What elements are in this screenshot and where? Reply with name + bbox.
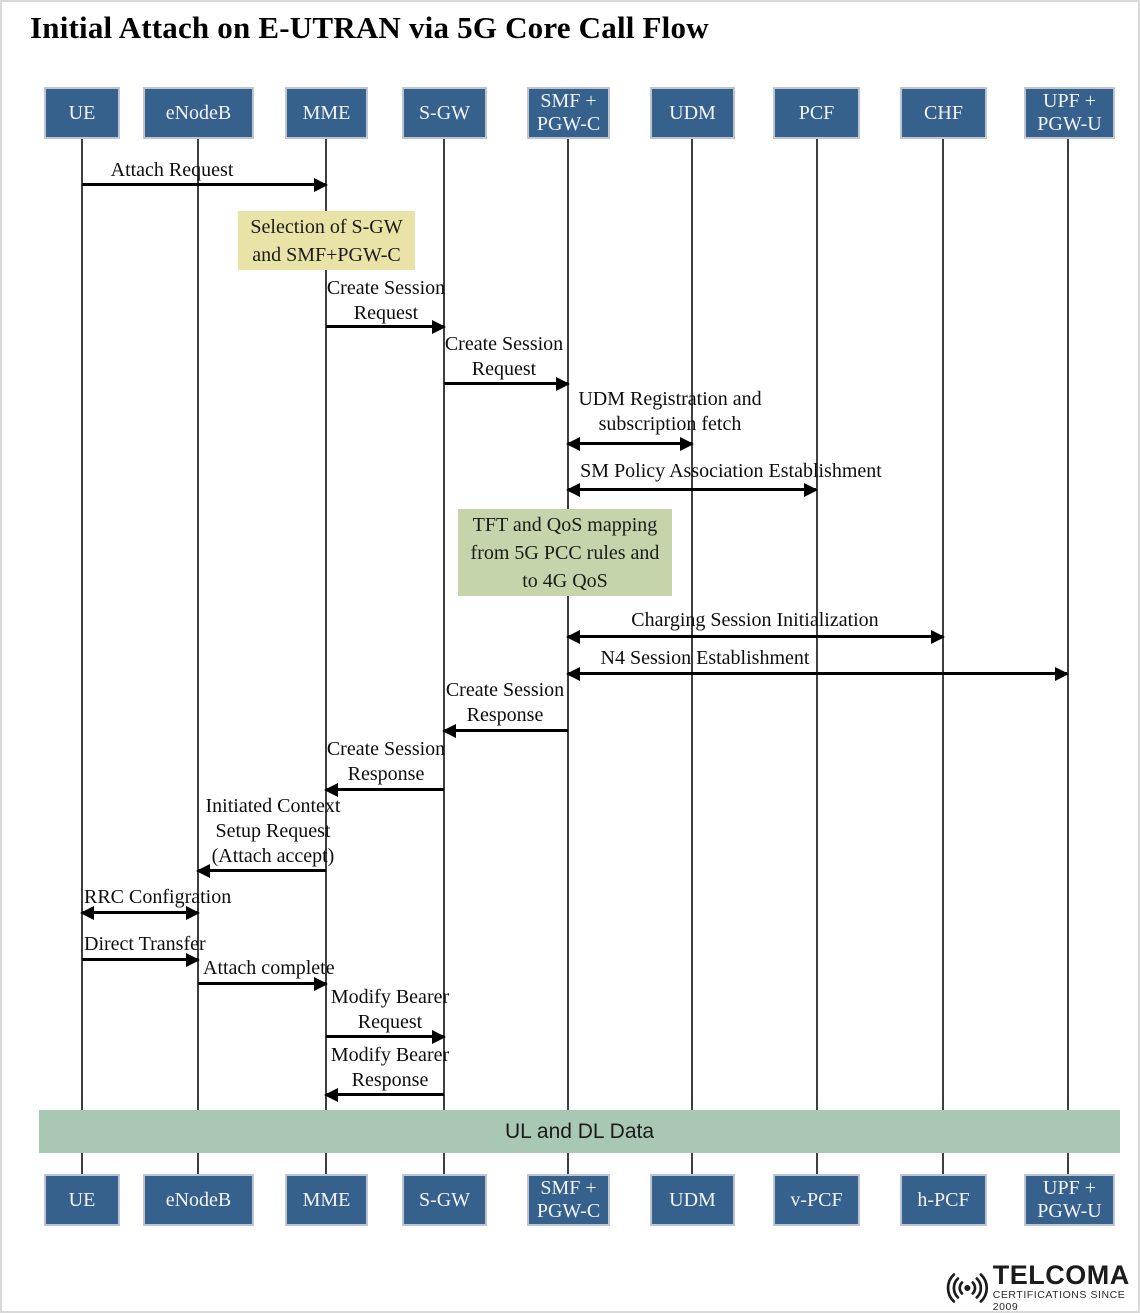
entity-label: eNodeB — [165, 1188, 232, 1211]
msg-arrow-create-session-resp-2 — [324, 782, 444, 797]
ul-dl-data-label: UL and DL Data — [504, 1119, 655, 1143]
msg-label-modify-bearer-resp: Modify Bearer Response — [330, 1044, 450, 1091]
lifeline-pcf — [816, 139, 818, 1174]
entity-label: MME — [302, 1188, 351, 1211]
entity-bottom-ue: UE — [44, 1174, 120, 1226]
entity-label: S-GW — [418, 101, 471, 124]
entity-label: h-PCF — [917, 1188, 970, 1211]
entity-label: v-PCF — [790, 1188, 843, 1211]
entity-label: UDM — [669, 101, 716, 124]
msg-arrow-attach-complete — [198, 976, 328, 991]
logo-brand: TELCOMA — [992, 1260, 1130, 1290]
lifeline-upf-pgwu — [1067, 139, 1069, 1174]
msg-label-sm-policy-association: SM Policy Association Establishment — [580, 460, 882, 482]
msg-arrow-n4-session-establish — [566, 666, 1069, 681]
msg-arrow-direct-transfer — [82, 952, 200, 967]
lifeline-smf-pgwc — [567, 139, 569, 1174]
entity-bottom-upf-pgwu: UPF + PGW-U — [1024, 1174, 1115, 1226]
msg-arrow-attach-request — [82, 177, 328, 192]
msg-label-n4-session-establish: N4 Session Establishment — [600, 647, 810, 669]
msg-arrow-rrc-configuration — [80, 905, 200, 920]
entity-top-mme: MME — [285, 87, 368, 139]
msg-label-create-session-resp-1: Create Session Response — [445, 679, 565, 726]
entity-top-chf: CHF — [900, 87, 987, 139]
lifeline-udm — [691, 139, 693, 1174]
entity-bottom-mme: MME — [285, 1174, 368, 1226]
lifeline-enodeb — [197, 139, 199, 1174]
logo-text: TELCOMA CERTIFICATIONS SINCE 2009 — [992, 1260, 1138, 1313]
entity-label: MME — [302, 101, 351, 124]
msg-label-initiated-context-setup: Initiated Context Setup Request (Attach … — [205, 795, 341, 867]
msg-arrow-create-session-req-2 — [444, 376, 570, 391]
entity-bottom-sgw: S-GW — [402, 1174, 487, 1226]
lifeline-mme — [325, 139, 327, 1174]
entity-top-enodeb: eNodeB — [143, 87, 254, 139]
entity-top-ue: UE — [44, 87, 120, 139]
entity-label: UE — [68, 1188, 96, 1211]
entity-top-pcf: PCF — [773, 87, 860, 139]
entity-top-upf-pgwu: UPF + PGW-U — [1024, 87, 1115, 139]
entity-label: eNodeB — [165, 101, 232, 124]
entity-label: CHF — [924, 101, 963, 124]
msg-arrow-modify-bearer-resp — [324, 1087, 444, 1102]
entity-bottom-hpcf: h-PCF — [900, 1174, 987, 1226]
entity-label: UDM — [669, 1188, 716, 1211]
msg-label-create-session-req-2: Create Session Request — [444, 333, 564, 380]
msg-arrow-create-session-resp-1 — [442, 723, 568, 738]
msg-arrow-initiated-context-setup — [196, 863, 326, 878]
lifeline-chf — [942, 139, 944, 1174]
telcoma-logo: TELCOMA CERTIFICATIONS SINCE 2009 — [944, 1260, 1138, 1313]
entity-label: PCF — [798, 101, 835, 124]
msg-label-attach-complete: Attach complete — [203, 957, 335, 979]
msg-label-create-session-req-1: Create Session Request — [326, 277, 446, 324]
entity-label: SMF + PGW-C — [536, 1177, 601, 1222]
entity-top-sgw: S-GW — [402, 87, 487, 139]
entity-bottom-smf-pgwc: SMF + PGW-C — [527, 1174, 610, 1226]
msg-arrow-modify-bearer-req — [326, 1029, 446, 1044]
entity-label: S-GW — [418, 1188, 471, 1211]
msg-label-attach-request: Attach Request — [110, 159, 234, 181]
msg-arrow-charging-session-init — [566, 629, 945, 644]
entity-label: UPF + PGW-U — [1037, 1177, 1102, 1222]
entity-bottom-enodeb: eNodeB — [143, 1174, 254, 1226]
lifeline-ue — [81, 139, 83, 1174]
entity-label: UE — [68, 101, 96, 124]
lifeline-sgw — [443, 139, 445, 1174]
msg-label-rrc-configuration: RRC Configration — [84, 886, 232, 908]
note-tft-qos-mapping: TFT and QoS mapping from 5G PCC rules an… — [458, 509, 672, 596]
msg-arrow-udm-registration — [566, 436, 694, 451]
msg-label-udm-registration: UDM Registration and subscription fetch — [578, 388, 762, 435]
radio-waves-icon — [946, 1272, 989, 1303]
entity-label: UPF + PGW-U — [1037, 90, 1102, 135]
msg-label-charging-session-init: Charging Session Initialization — [631, 609, 879, 631]
entity-top-udm: UDM — [650, 87, 735, 139]
ul-dl-data-band: UL and DL Data — [39, 1110, 1120, 1153]
page-title: Initial Attach on E-UTRAN via 5G Core Ca… — [30, 10, 709, 45]
entity-label: SMF + PGW-C — [536, 90, 601, 135]
entity-bottom-udm: UDM — [650, 1174, 735, 1226]
msg-label-create-session-resp-2: Create Session Response — [326, 738, 446, 785]
note-sgw-selection: Selection of S-GW and SMF+PGW-C — [238, 211, 415, 270]
msg-arrow-create-session-req-1 — [326, 319, 446, 334]
msg-label-direct-transfer: Direct Transfer — [84, 933, 206, 955]
entity-top-smf-pgwc: SMF + PGW-C — [527, 87, 610, 139]
entity-bottom-vpcf: v-PCF — [773, 1174, 860, 1226]
msg-arrow-sm-policy-association — [566, 482, 818, 497]
logo-tagline: CERTIFICATIONS SINCE 2009 — [992, 1289, 1126, 1313]
msg-label-modify-bearer-req: Modify Bearer Request — [330, 986, 450, 1033]
